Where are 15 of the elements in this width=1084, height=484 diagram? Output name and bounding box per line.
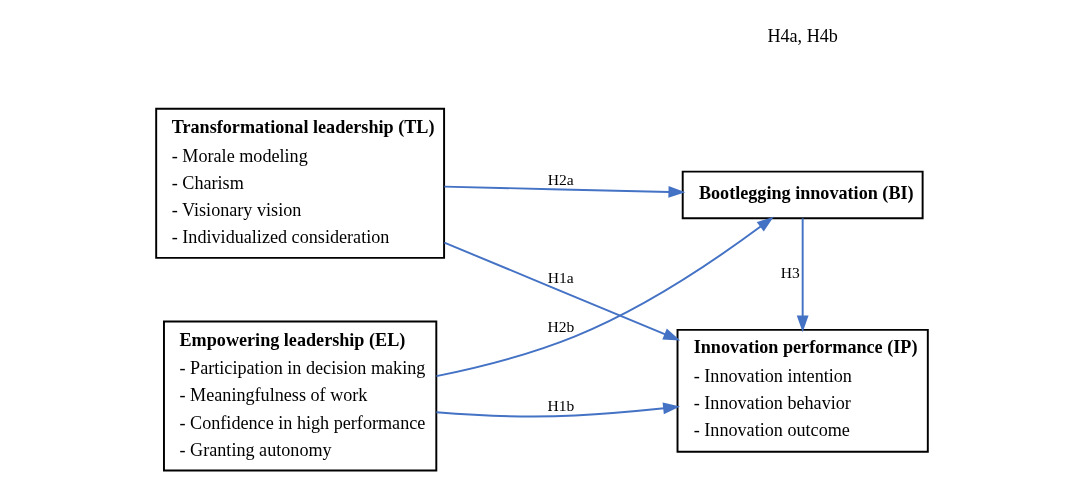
arrow	[443, 241, 681, 341]
arrow	[435, 402, 680, 418]
node-box: Bootlegging innovation (BI)	[681, 170, 924, 220]
arrow	[443, 185, 686, 198]
label: H4a, H4b	[767, 25, 838, 46]
node-box: Innovation performance (IP) - Innovation intention - Innovation behavior - Innovation outcome	[676, 328, 929, 453]
arrow	[796, 217, 809, 333]
edge-label: H3	[780, 264, 800, 282]
arrow	[435, 216, 774, 378]
edge-label: H2a	[547, 171, 574, 189]
node-box: Empowering leadership (EL) - Participation in decision making - Meaningfulness of work - Confidence in high performance - Granting autonomy	[163, 320, 438, 472]
node-box: Transformational leadership (TL) - Morale modeling - Charism - Visionary vision - Individualized consideration	[155, 107, 446, 259]
edge-label: H2b	[547, 317, 575, 335]
edge-label: H1a	[547, 268, 574, 286]
edge-label: H1b	[547, 397, 575, 415]
